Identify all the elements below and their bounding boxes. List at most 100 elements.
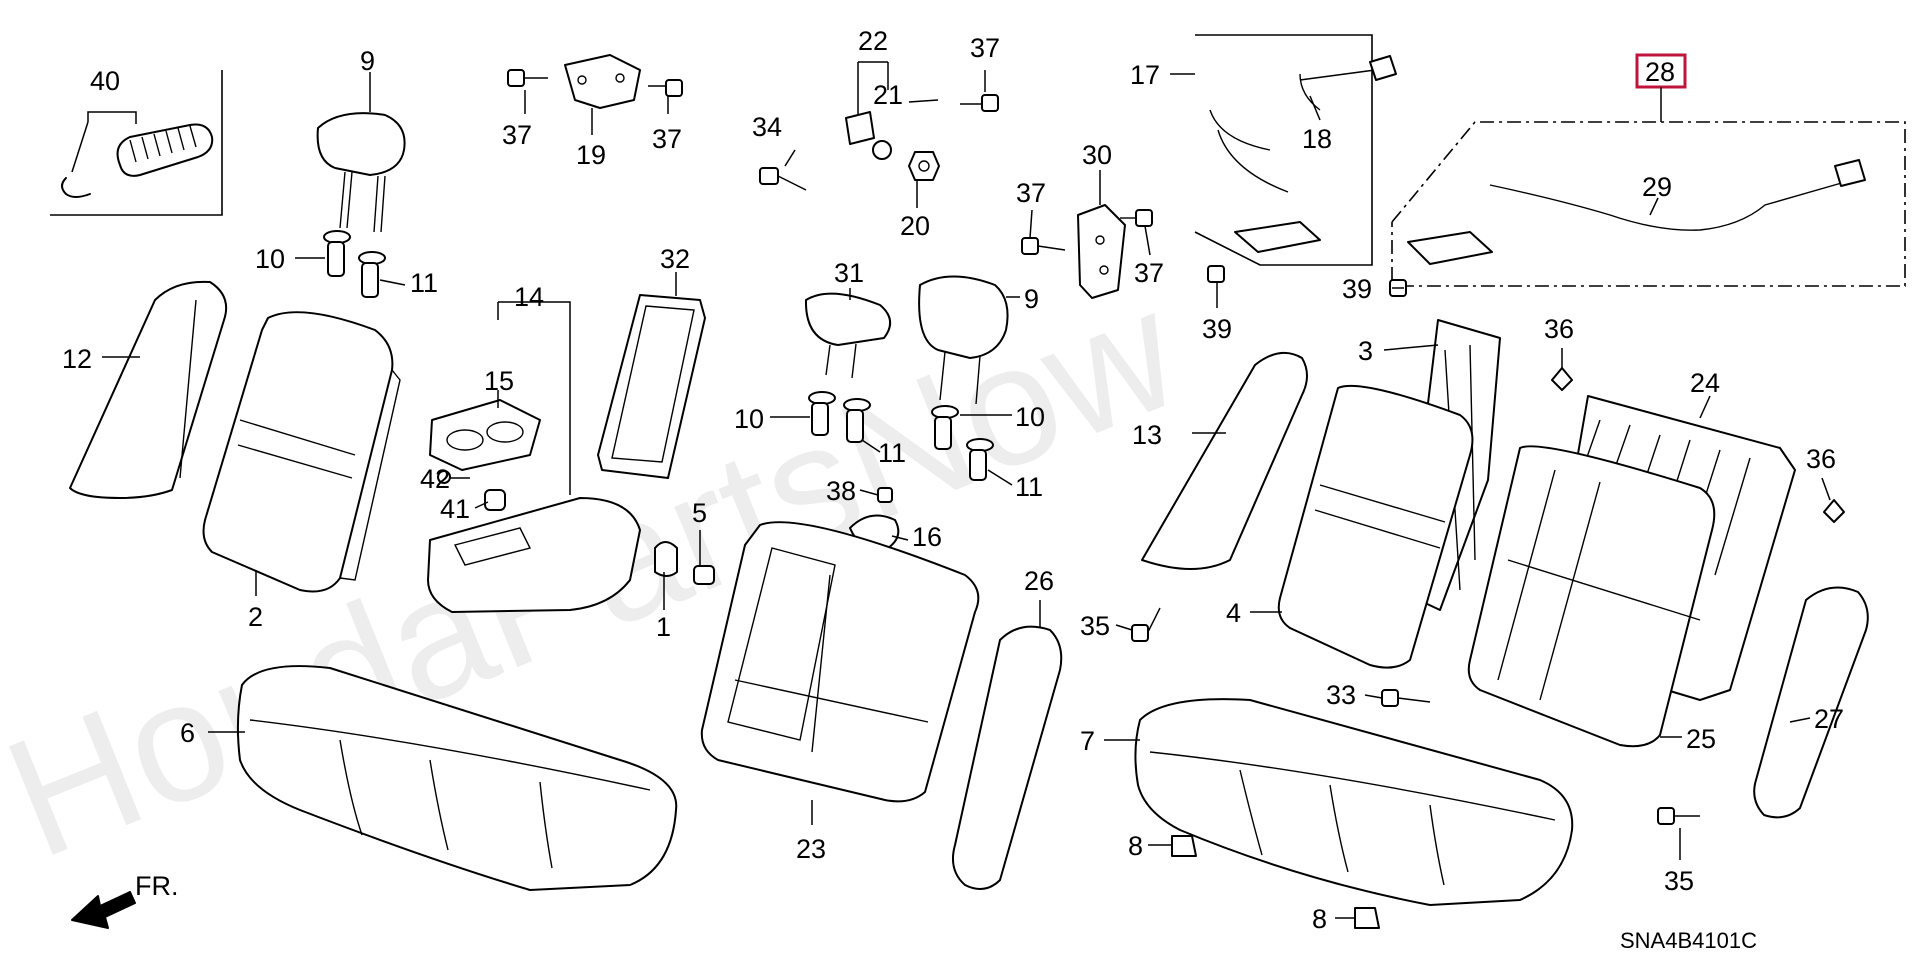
part-35-bolt-b[interactable] bbox=[1657, 807, 1700, 825]
part-14-armrest[interactable] bbox=[427, 497, 641, 613]
callout-9-center[interactable]: 9 bbox=[1024, 284, 1039, 314]
part-4-seat-back-right[interactable] bbox=[1277, 384, 1474, 669]
part-10-headrest-guide-center-b[interactable] bbox=[931, 405, 959, 450]
callout-42[interactable]: 42 bbox=[420, 464, 450, 494]
callout-35-a[interactable]: 35 bbox=[1080, 611, 1110, 641]
callout-38[interactable]: 38 bbox=[826, 476, 856, 506]
callout-15[interactable]: 15 bbox=[484, 366, 514, 396]
part-36-clip-a[interactable] bbox=[1551, 367, 1573, 391]
part-39-bolt-a[interactable] bbox=[1207, 265, 1225, 283]
callout-18[interactable]: 18 bbox=[1302, 124, 1332, 154]
callout-40[interactable]: 40 bbox=[90, 66, 120, 96]
callout-7[interactable]: 7 bbox=[1080, 726, 1095, 756]
callout-30[interactable]: 30 bbox=[1082, 140, 1112, 170]
callout-20[interactable]: 20 bbox=[900, 211, 930, 241]
callout-37-d[interactable]: 37 bbox=[1016, 178, 1046, 208]
part-33-bolt[interactable] bbox=[1381, 689, 1431, 707]
callout-28[interactable]: 28 bbox=[1645, 57, 1675, 87]
part-15-cupholder[interactable] bbox=[429, 399, 541, 471]
part-26-side-bolster[interactable] bbox=[952, 625, 1063, 890]
part-37-bolt-a[interactable] bbox=[507, 69, 548, 87]
part-27-side-bolster[interactable] bbox=[1753, 586, 1869, 819]
callout-4[interactable]: 4 bbox=[1226, 598, 1241, 628]
callout-35-b[interactable]: 35 bbox=[1664, 866, 1694, 896]
callout-39-b[interactable]: 39 bbox=[1342, 274, 1372, 304]
part-36-clip-b[interactable] bbox=[1823, 499, 1845, 523]
part-11-headrest-guide-left[interactable] bbox=[358, 251, 386, 298]
callout-14[interactable]: 14 bbox=[514, 282, 544, 312]
callout-23[interactable]: 23 bbox=[796, 834, 826, 864]
part-9-headrest-left[interactable] bbox=[316, 112, 406, 233]
part-19-hinge-bracket[interactable] bbox=[564, 54, 641, 109]
part-37-bolt-d[interactable] bbox=[1021, 237, 1066, 255]
callout-25[interactable]: 25 bbox=[1686, 724, 1716, 754]
part-10-headrest-guide-center-a[interactable] bbox=[808, 391, 836, 436]
callout-2[interactable]: 2 bbox=[248, 602, 263, 632]
part-21-striker[interactable] bbox=[845, 111, 892, 160]
callout-13[interactable]: 13 bbox=[1132, 420, 1162, 450]
part-37-bolt-e[interactable] bbox=[1120, 209, 1153, 227]
callout-27[interactable]: 27 bbox=[1814, 704, 1844, 734]
callout-24[interactable]: 24 bbox=[1690, 368, 1720, 398]
part-20-nut[interactable] bbox=[908, 151, 940, 181]
part-28-cable-assembly-box[interactable] bbox=[1391, 53, 1906, 287]
callout-8-b[interactable]: 8 bbox=[1312, 904, 1327, 934]
part-18-release-cable[interactable] bbox=[1299, 73, 1321, 111]
part-5-bushing[interactable] bbox=[693, 565, 715, 585]
part-23-seat-back-center[interactable] bbox=[700, 521, 980, 803]
callout-36-a[interactable]: 36 bbox=[1544, 314, 1574, 344]
part-9-headrest-center[interactable] bbox=[918, 275, 1009, 405]
callout-16[interactable]: 16 bbox=[912, 522, 942, 552]
callout-10-center-b[interactable]: 10 bbox=[1015, 402, 1045, 432]
part-8-clip-a[interactable] bbox=[1171, 835, 1197, 857]
callout-11-center-a[interactable]: 11 bbox=[878, 438, 906, 468]
part-6-seat-cushion-left[interactable] bbox=[236, 665, 678, 891]
callout-37-e[interactable]: 37 bbox=[1134, 258, 1164, 288]
part-37-bolt-c[interactable] bbox=[960, 94, 999, 112]
callout-6[interactable]: 6 bbox=[180, 718, 195, 748]
callout-19[interactable]: 19 bbox=[576, 140, 606, 170]
part-32-armrest-lid[interactable] bbox=[597, 294, 706, 479]
part-7-seat-cushion-right[interactable] bbox=[1134, 698, 1574, 906]
callout-1[interactable]: 1 bbox=[656, 612, 671, 642]
callout-31[interactable]: 31 bbox=[834, 258, 864, 288]
callout-10-center-a[interactable]: 10 bbox=[734, 404, 764, 434]
callout-10-left[interactable]: 10 bbox=[255, 244, 285, 274]
part-42-clip[interactable] bbox=[437, 470, 451, 484]
callout-3[interactable]: 3 bbox=[1358, 336, 1373, 366]
part-40-clip-group[interactable] bbox=[50, 70, 223, 216]
part-34-bolt[interactable] bbox=[759, 167, 807, 191]
callout-37-b[interactable]: 37 bbox=[652, 124, 682, 154]
callout-29[interactable]: 29 bbox=[1642, 172, 1672, 202]
callout-17[interactable]: 17 bbox=[1130, 60, 1160, 90]
callout-32[interactable]: 32 bbox=[660, 244, 690, 274]
part-1-bracket[interactable] bbox=[654, 541, 678, 577]
part-13-side-bolster[interactable] bbox=[1141, 351, 1308, 570]
callout-8-a[interactable]: 8 bbox=[1128, 831, 1143, 861]
callout-41[interactable]: 41 bbox=[440, 494, 470, 524]
part-8-clip-b[interactable] bbox=[1354, 907, 1380, 929]
part-11-headrest-guide-center-b[interactable] bbox=[966, 438, 994, 481]
callout-34[interactable]: 34 bbox=[752, 112, 782, 142]
callout-9-left[interactable]: 9 bbox=[360, 46, 375, 76]
callout-37-c[interactable]: 37 bbox=[970, 33, 1000, 63]
callout-11-left[interactable]: 11 bbox=[410, 268, 438, 298]
callout-37-a[interactable]: 37 bbox=[502, 120, 532, 150]
callout-21[interactable]: 21 bbox=[873, 80, 903, 110]
part-35-bolt-a[interactable] bbox=[1131, 607, 1161, 642]
part-10-headrest-guide-left[interactable] bbox=[323, 230, 351, 277]
callout-22[interactable]: 22 bbox=[858, 26, 888, 56]
callout-5[interactable]: 5 bbox=[692, 498, 707, 528]
part-2-seat-back[interactable] bbox=[202, 311, 401, 593]
part-29-release-cable[interactable] bbox=[1407, 159, 1866, 265]
part-31-headrest-center[interactable] bbox=[804, 292, 891, 379]
part-25-seat-back-right[interactable] bbox=[1467, 445, 1716, 748]
part-11-headrest-guide-center-a[interactable] bbox=[843, 398, 871, 443]
part-30-bracket[interactable] bbox=[1077, 204, 1126, 299]
callout-26[interactable]: 26 bbox=[1024, 566, 1054, 596]
part-41-screw[interactable] bbox=[484, 489, 506, 511]
part-12-side-bolster[interactable] bbox=[69, 280, 228, 499]
callout-11-center-b[interactable]: 11 bbox=[1015, 472, 1043, 502]
callout-12[interactable]: 12 bbox=[62, 344, 92, 374]
part-17-cable-assembly-box[interactable] bbox=[1194, 34, 1397, 266]
